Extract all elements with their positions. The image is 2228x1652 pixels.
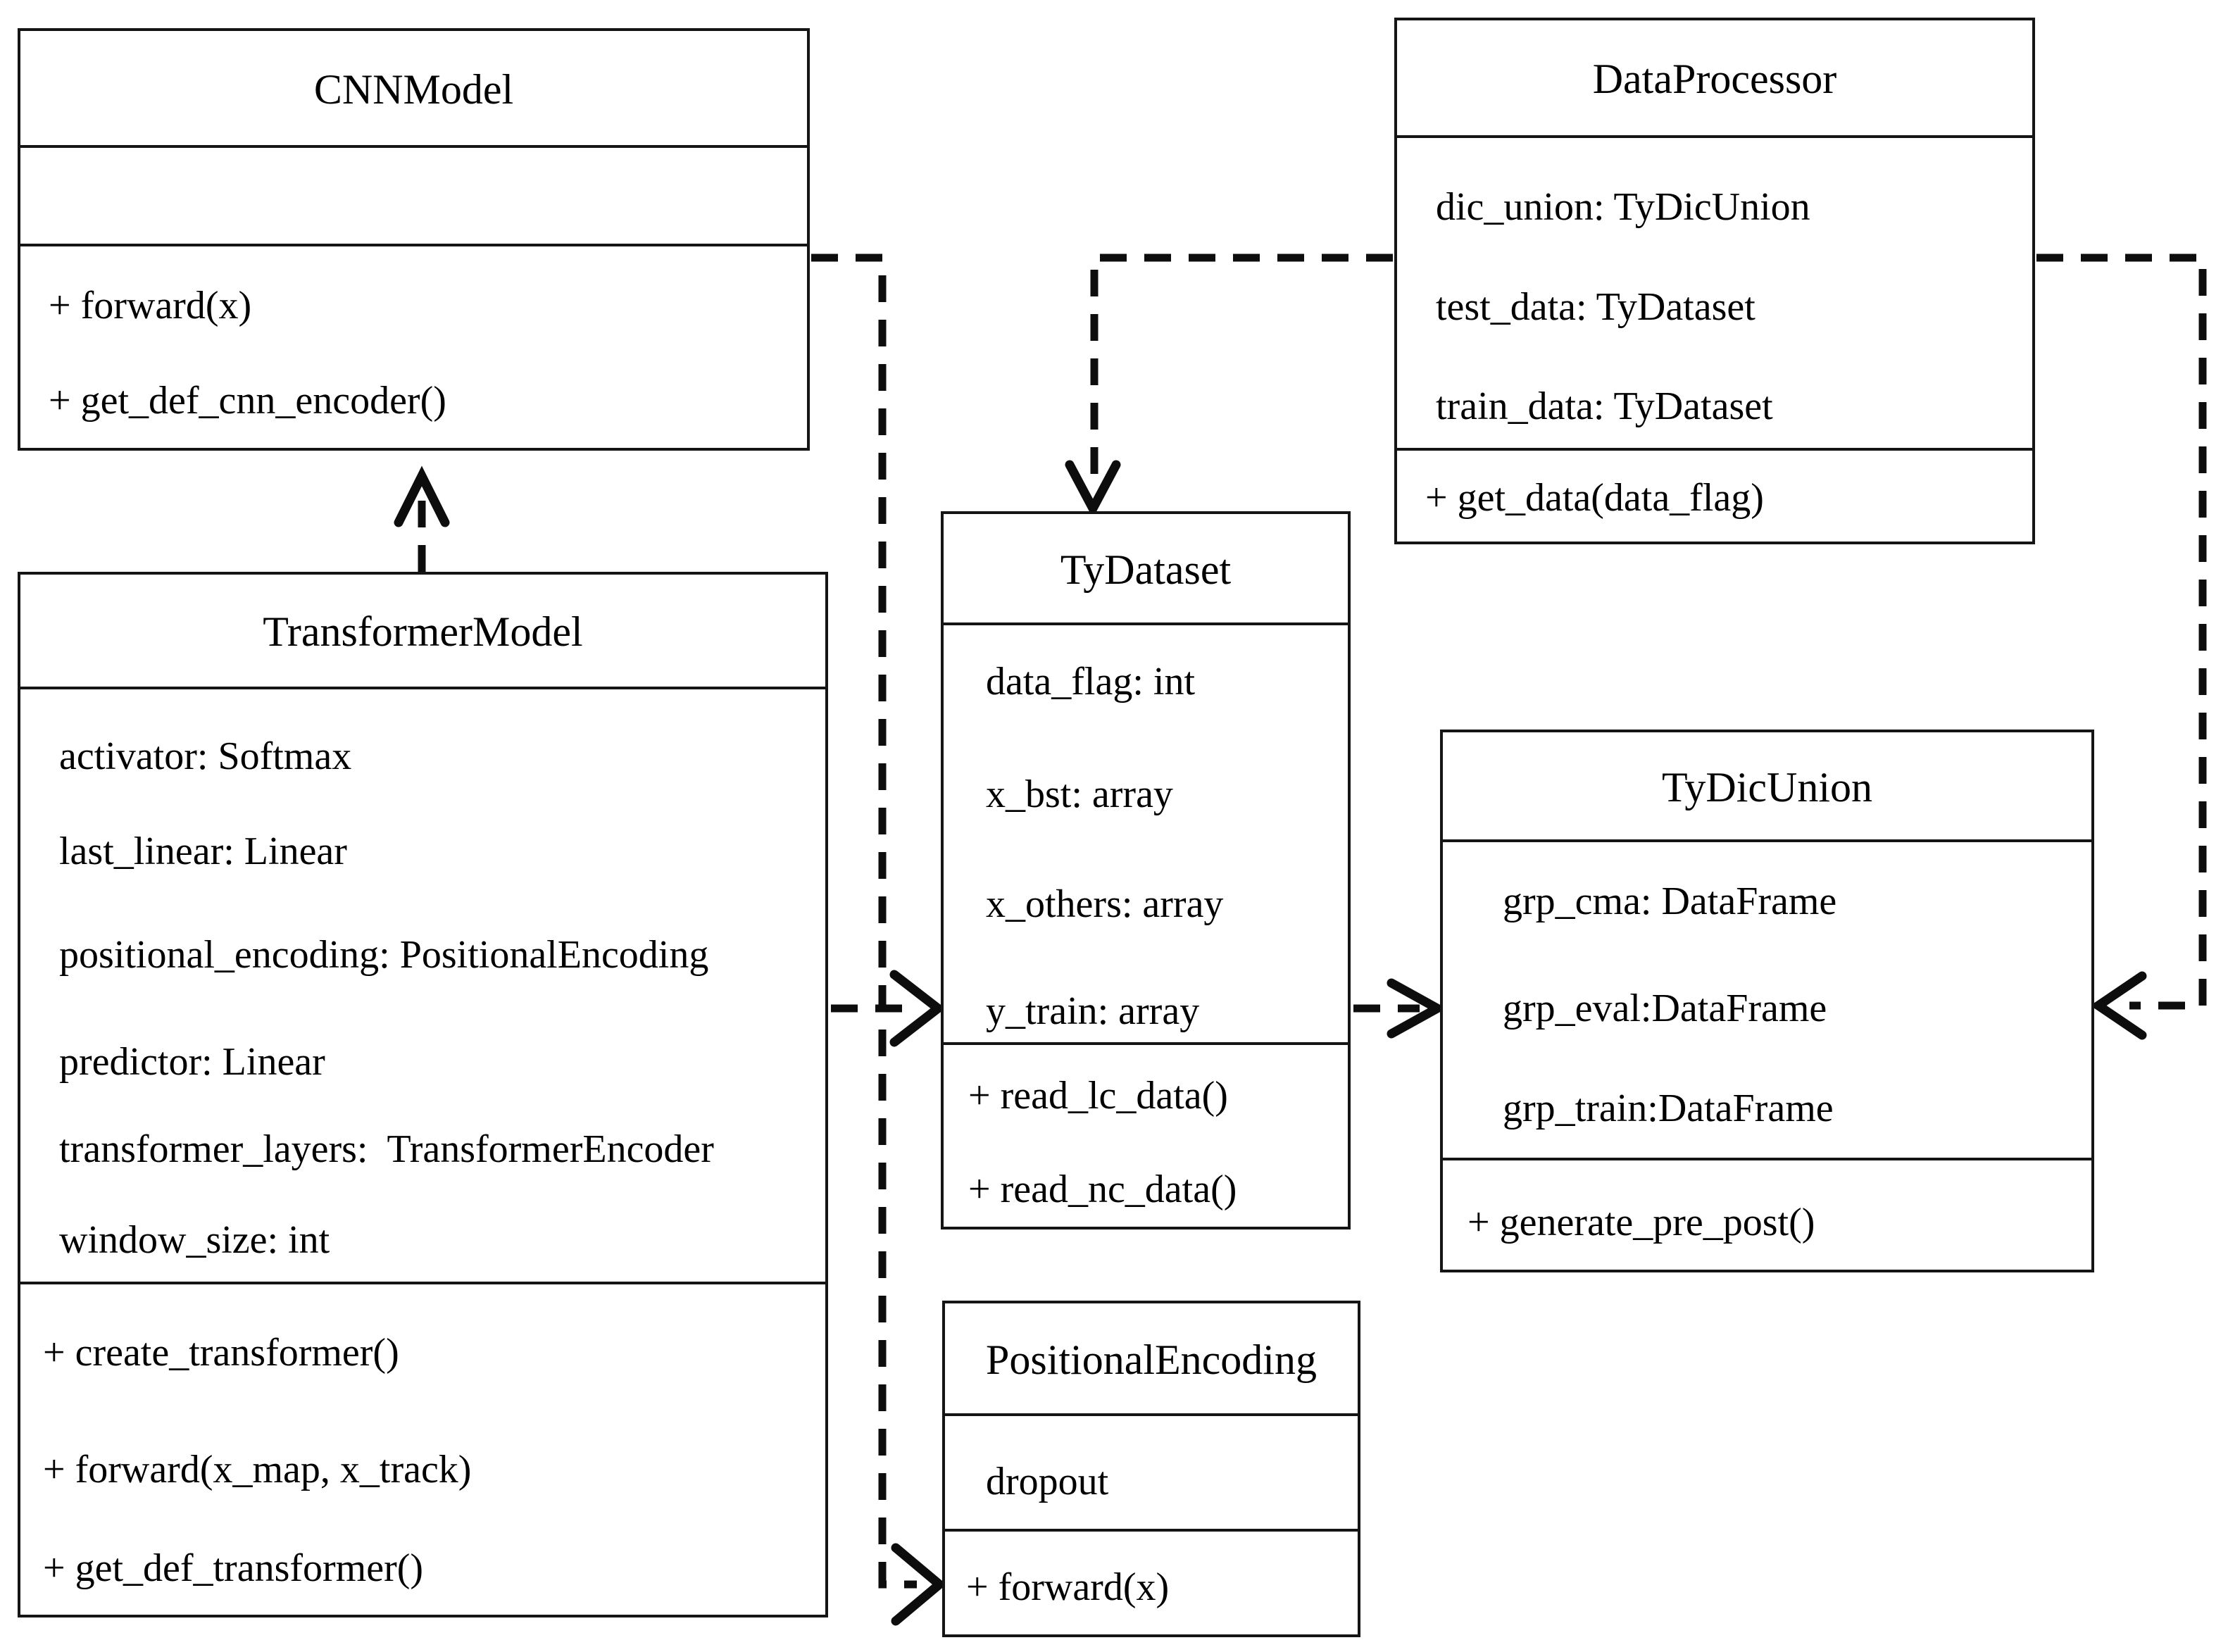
class-name: TransformerModel — [263, 608, 583, 655]
dependency-arrow-dataprocessor-to-tydicunion — [2036, 254, 2207, 1040]
class-name: TyDataset — [1060, 546, 1232, 593]
attribute-row: x_others: array — [986, 882, 1224, 926]
attribute-row: positional_encoding: PositionalEncoding — [59, 933, 709, 977]
section-divider — [945, 1529, 1358, 1532]
attribute-row: test_data: TyDataset — [1436, 285, 1756, 329]
dependency-arrow-tydataset-to-tydicunion — [1353, 978, 1447, 1039]
section-divider — [945, 1413, 1358, 1416]
class-name: TyDicUnion — [1661, 763, 1873, 811]
method-row: + read_lc_data() — [968, 1074, 1228, 1118]
section-divider — [1443, 1158, 2091, 1160]
dependency-arrow-transformermodel-to-cnnmodel — [394, 465, 450, 572]
attribute-row: dropout — [986, 1460, 1109, 1503]
dependency-arrow-transformermodel-to-tydataset — [831, 970, 946, 1047]
section-divider — [1397, 448, 2032, 451]
method-row: + forward(x_map, x_track) — [43, 1448, 472, 1491]
attribute-row: grp_train:DataFrame — [1503, 1087, 1834, 1130]
section-divider — [1397, 135, 2032, 138]
class-box-tyDicUnion: TyDicUnion grp_cma: DataFrame grp_eval:Dat… — [1440, 730, 2094, 1272]
attribute-row: data_flag: int — [986, 660, 1196, 703]
class-box-tyDataset: TyDataset data_flag: int x_bst: array x_oth… — [941, 511, 1351, 1229]
method-row: + forward(x) — [966, 1565, 1170, 1609]
attribute-row: grp_cma: DataFrame — [1503, 880, 1837, 923]
attribute-row: dic_union: TyDicUnion — [1436, 185, 1810, 229]
class-name: DataProcessor — [1592, 56, 1837, 102]
class-name: PositionalEncoding — [986, 1336, 1317, 1383]
attribute-row: window_size: int — [59, 1218, 330, 1262]
attribute-row: predictor: Linear — [59, 1040, 325, 1084]
method-row: + get_data(data_flag) — [1425, 476, 1764, 520]
attribute-row: x_bst: array — [986, 772, 1173, 816]
section-divider — [20, 145, 807, 148]
method-row: + get_def_cnn_encoder() — [49, 379, 446, 423]
section-divider — [944, 1042, 1348, 1045]
class-box-dataProcessor: DataProcessor dic_union: TyDicUnion test_d… — [1394, 18, 2035, 544]
class-box-positionalEncoding: PositionalEncoding dropout + forward(x) — [942, 1301, 1360, 1637]
method-row: + get_def_transformer() — [43, 1546, 424, 1590]
method-row: + forward(x) — [49, 284, 252, 327]
method-row: + read_nc_data() — [968, 1168, 1237, 1211]
section-divider — [944, 622, 1348, 625]
section-divider — [1443, 839, 2091, 842]
class-name: CNNModel — [313, 65, 514, 113]
attribute-row: activator: Softmax — [59, 734, 352, 778]
attribute-row: last_linear: Linear — [59, 830, 347, 873]
dependency-arrow-cnnmodel-to-positionalencoding — [811, 254, 947, 1626]
attribute-row: y_train: array — [986, 989, 1200, 1033]
attribute-row: grp_eval:DataFrame — [1503, 987, 1827, 1030]
attribute-row: train_data: TyDataset — [1436, 384, 1773, 428]
class-box-cnn: CNNModel + forward(x) + get_def_cnn_encode… — [18, 28, 810, 451]
section-divider — [20, 244, 807, 246]
method-row: + generate_pre_post() — [1467, 1201, 1815, 1244]
method-row: + create_transformer() — [43, 1331, 399, 1375]
section-divider — [20, 687, 825, 689]
section-divider — [20, 1282, 825, 1284]
attribute-row: transformer_layers: TransformerEncoder — [59, 1127, 714, 1171]
dependency-arrow-dataprocessor-to-tydataset — [1065, 254, 1393, 518]
class-box-transformer: TransformerModel activator: Softmax last_l… — [18, 572, 828, 1617]
